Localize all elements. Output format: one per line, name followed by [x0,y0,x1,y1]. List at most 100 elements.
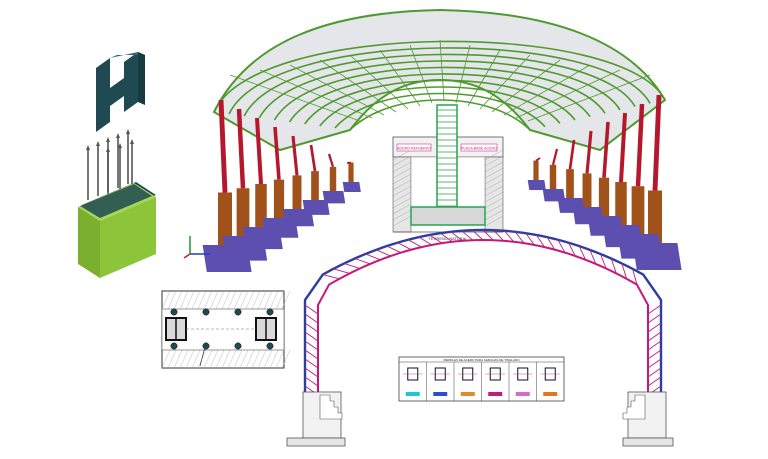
hatch-line [209,290,219,310]
hatch-line [281,290,291,310]
hatch-line [269,290,279,310]
roof-purlin [467,49,501,107]
plan-base-plate-detail [161,290,291,369]
tag-left: ACERO REFUERZO [397,147,431,151]
steel-column [218,99,228,193]
steel-column [273,126,281,180]
left-column-row [202,99,361,272]
profile-color-swatch [543,392,558,396]
bolt-tip [86,145,90,150]
profile-legend-table: PERFILES DE ACERO PARA CERCHAS DE TINGLA… [398,356,565,402]
roof-purlin [289,64,385,116]
bolt-tip [126,129,130,134]
truss-diagonal [514,231,525,244]
truss-diagonal [408,239,422,248]
hatch-line [484,149,504,161]
column-lacing [647,322,662,333]
column-pedestal [348,162,354,182]
roof-arch-truss [334,92,546,129]
column-pedestal [329,166,337,191]
hatch-line [392,179,412,191]
bolt-tip [106,147,110,152]
truss-diagonal [376,249,391,257]
column-pedestal [236,188,250,236]
roof-purlin [349,54,409,110]
hatch-line [484,173,504,185]
truss-diagonal [418,236,432,246]
tag-left-box [396,143,432,152]
roof-purlin [409,44,433,104]
axis-gizmo-icon [183,236,210,259]
truss-diagonal [589,249,597,265]
truss-diagonal [450,231,463,242]
hatch-line [221,290,231,310]
hatch-line [191,290,201,310]
hatch-line [161,349,171,369]
roof-purlin [259,69,373,119]
truss-diagonal [429,234,443,244]
bolt-tip [106,137,110,142]
truss-diagonal [365,253,381,261]
hatch-line [227,290,237,310]
truss-diagonal [546,236,556,250]
column-lacing [304,376,319,387]
steel-column [551,148,559,166]
steel-column [618,112,628,183]
bolt-hole [202,342,210,350]
profile-color-swatch [488,392,503,396]
steel-column [291,135,299,176]
pedestal-front [78,207,100,278]
hatch-line [257,290,267,310]
steel-column [254,117,264,185]
footing-section-detail: ACERO REFUERZO PLACA BASE ACERO TERRENO … [392,104,504,241]
truss-diagonal [610,258,617,274]
hatch-line [233,290,243,310]
hatch-line [484,185,504,197]
column-lacing [304,340,319,351]
column-lacing [647,376,662,387]
column-lacing [647,331,662,342]
hatch-line [392,173,412,185]
column-pedestal [255,183,267,227]
hatch-line [484,197,504,209]
hatch-line [392,161,412,173]
truss-diagonal [386,245,402,254]
hatch-line [197,290,207,310]
roof-purlin [527,74,651,122]
hatch-line [275,290,285,310]
hatch-line [275,349,285,369]
hatch-line [173,349,183,369]
profile-color-swatch [515,392,530,396]
hatch-line [215,349,225,369]
roof-arch-truss [243,53,636,117]
truss-diagonal [504,230,515,243]
roof-arch-truss [273,66,606,121]
hatch-line [281,349,291,369]
legend-table-title: PERFILES DE ACERO PARA CERCHAS DE TINGLA… [443,358,520,362]
hatch-line [239,349,249,369]
truss-diagonal [397,242,412,251]
truss-diagonal [632,268,638,285]
hatch-line [221,349,231,369]
hatch-line [191,349,201,369]
column-pedestal [218,192,232,245]
hatch-line [161,290,171,310]
right-support [622,391,674,447]
hatch-line [185,349,195,369]
column-footing [322,191,346,204]
column-lacing [304,322,319,333]
column-footing [527,180,546,190]
roof-arch-truss [258,60,621,119]
hatch-line [179,349,189,369]
bolt-tip [130,139,134,144]
hatch-line [203,290,213,310]
hatch-line [392,215,412,227]
hatch-line [227,349,237,369]
roof-truss-lattice [213,39,666,131]
hatch-line [167,290,177,310]
hatch-line [484,209,504,221]
hatch-line [269,349,279,369]
steel-column [652,94,662,191]
roof-purlin [229,74,361,122]
column-pedestal [615,181,627,225]
